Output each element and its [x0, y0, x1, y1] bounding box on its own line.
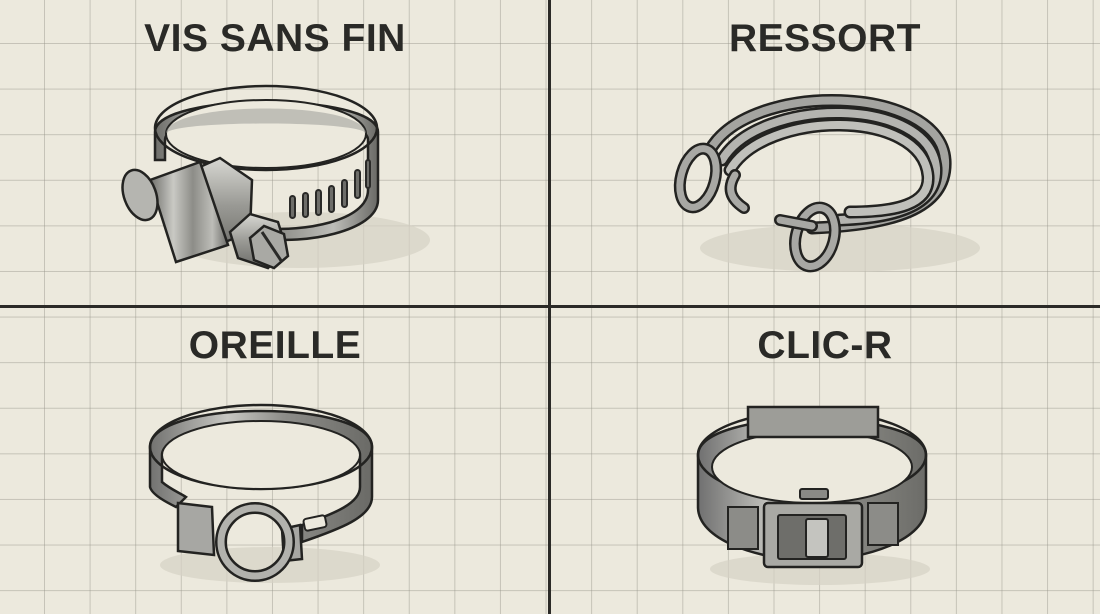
panel-spring-clamp: RESSORT: [550, 0, 1100, 307]
horizontal-divider: [0, 305, 1100, 308]
panel-title: VIS SANS FIN: [144, 17, 406, 60]
panel-clic-r-clamp: CLIC-R: [550, 307, 1100, 614]
panel-title: CLIC-R: [757, 324, 893, 367]
panel-worm-gear-clamp: VIS SANS FIN: [0, 0, 550, 307]
spring-clamp-icon: [673, 93, 980, 273]
panel-title: OREILLE: [188, 324, 362, 367]
panel-ear-clamp: OREILLE: [0, 307, 550, 614]
worm-gear-clamp-icon: [121, 84, 430, 270]
panel-title: RESSORT: [728, 17, 922, 60]
clic-r-clamp-icon: [696, 405, 930, 585]
ear-clamp-icon: [148, 403, 380, 583]
